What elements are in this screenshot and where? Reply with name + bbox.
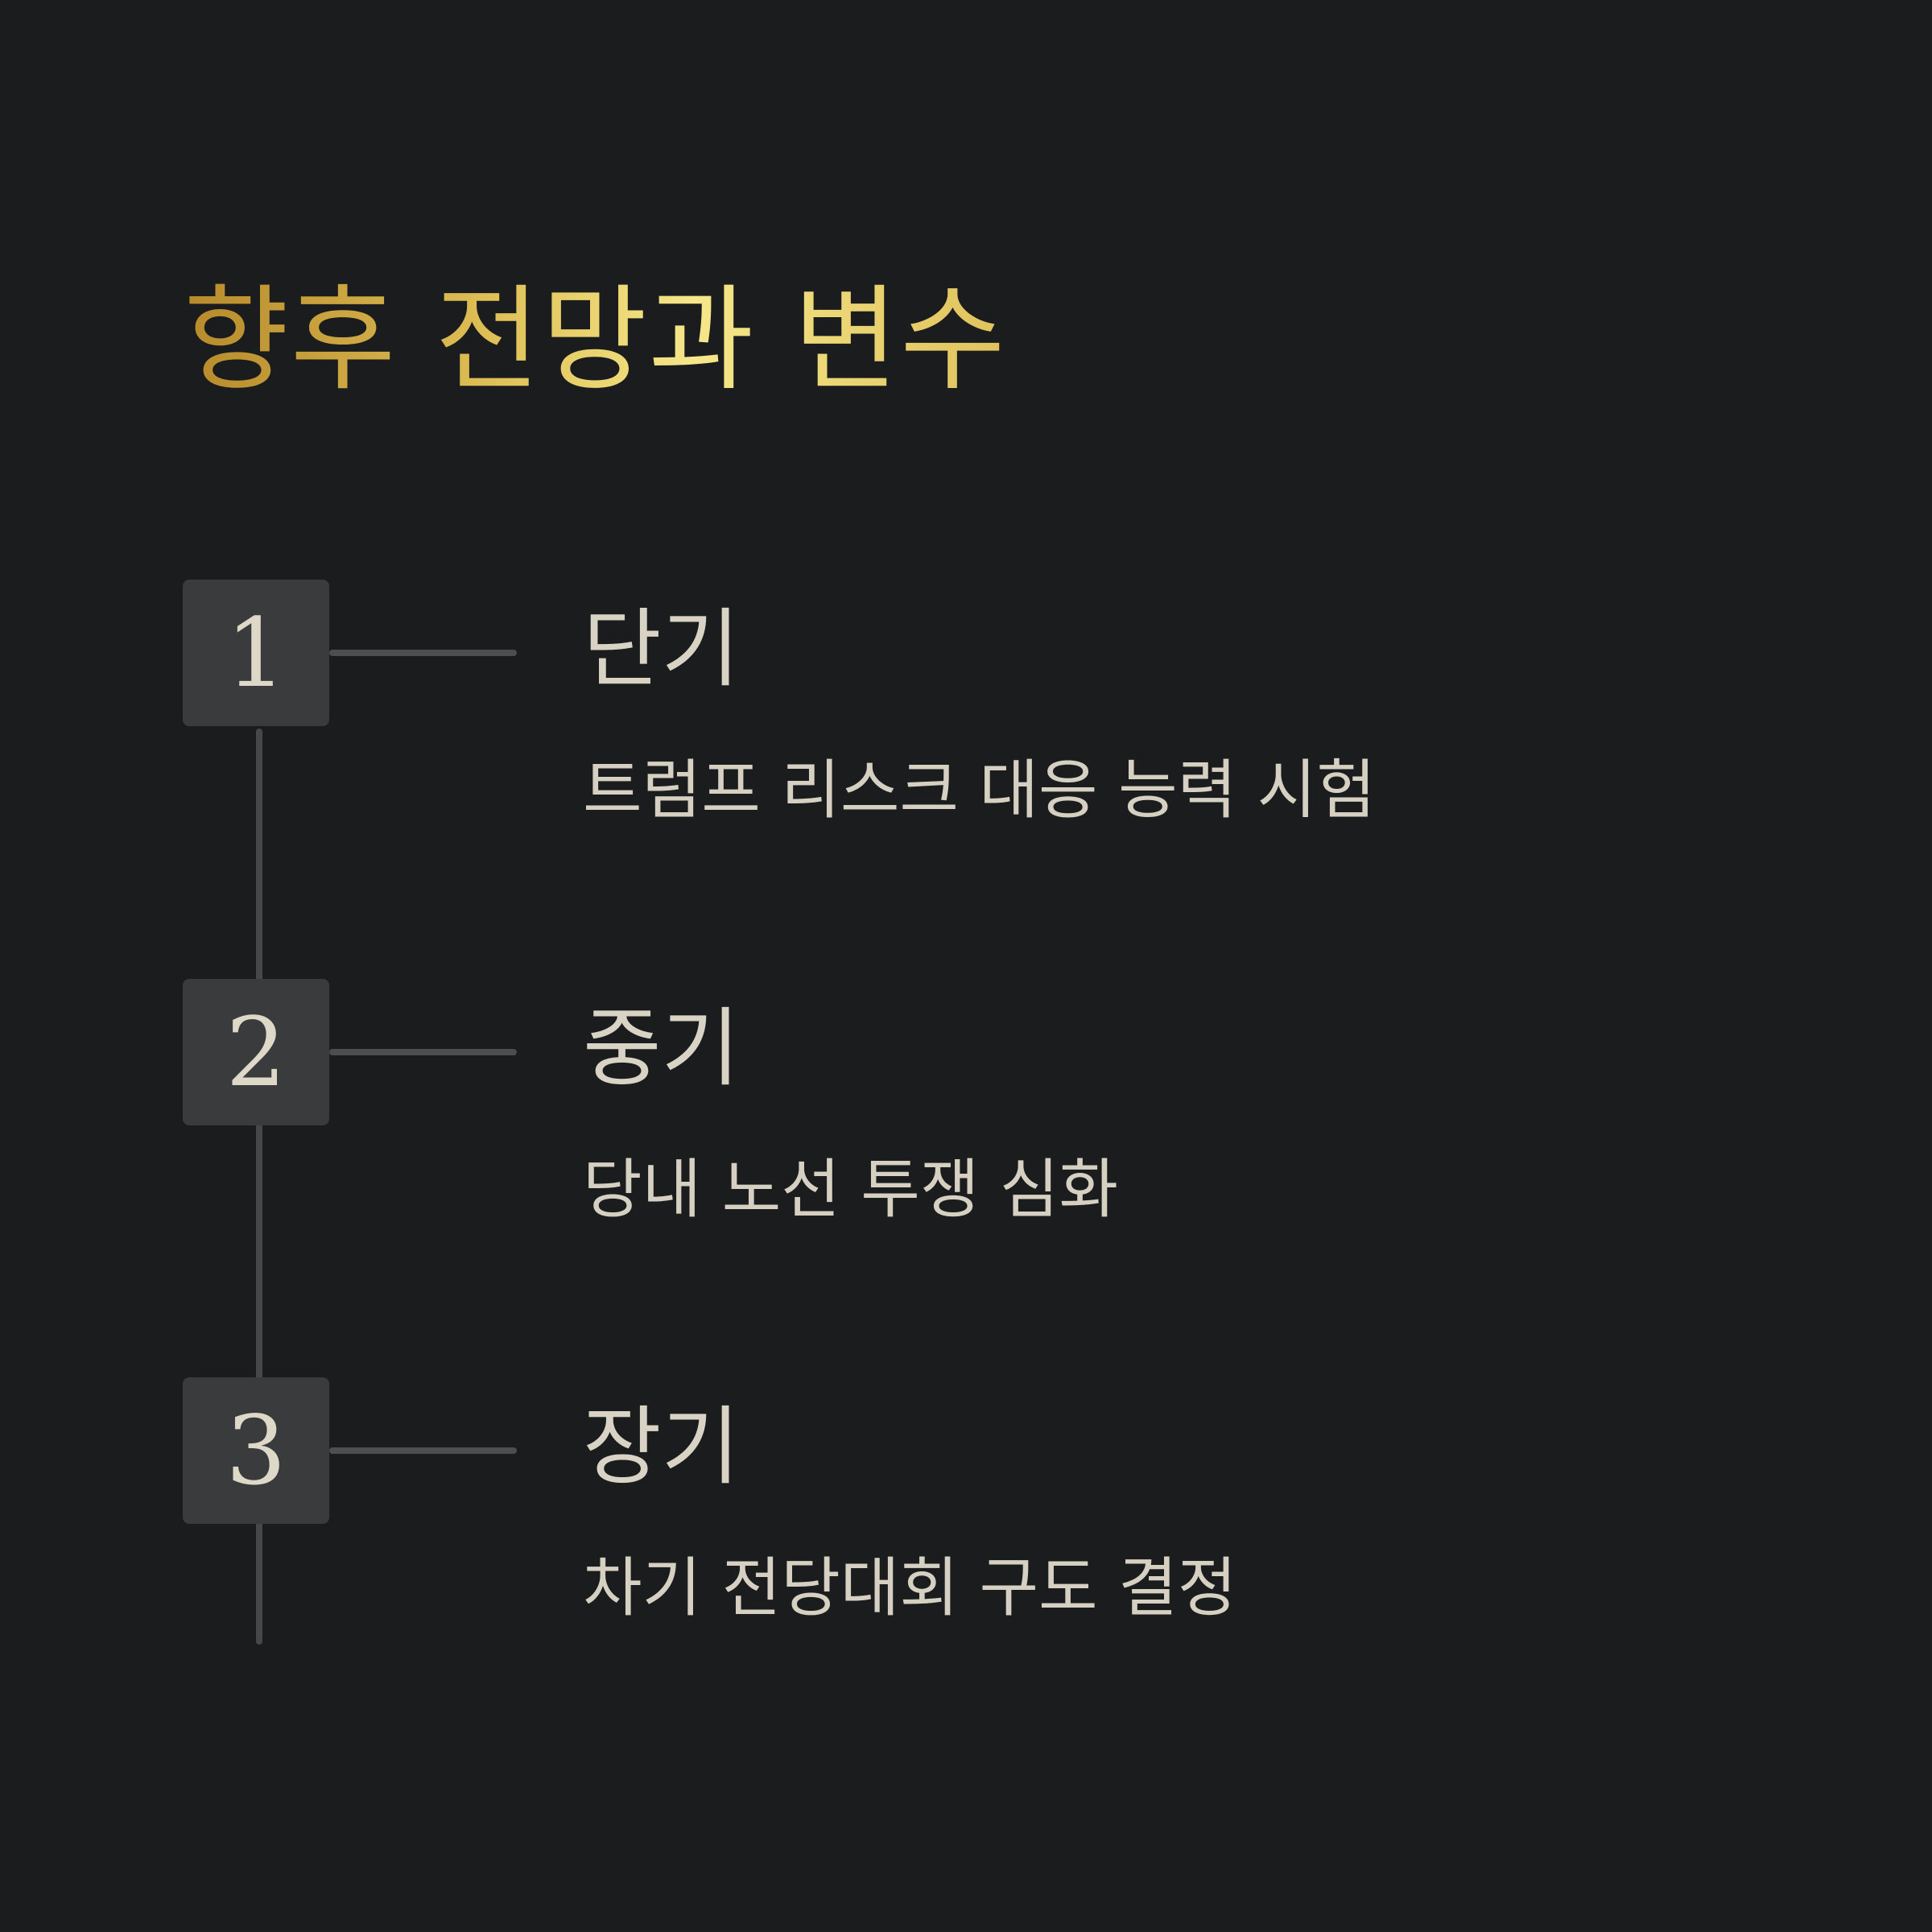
timeline-step-long-term: 3 장기 차기 전당대회 구도 결정 — [0, 1377, 1932, 1780]
step-number: 3 — [225, 1395, 287, 1506]
step-number: 1 — [225, 597, 287, 708]
timeline-step-mid-term: 2 중기 당내 노선 투쟁 심화 — [0, 979, 1932, 1381]
page-title: 향후 전망과 변수 — [184, 274, 1007, 407]
timeline-step-short-term: 1 단기 트럼프 리스크 대응 능력 시험 — [0, 580, 1932, 982]
step-title: 장기 — [583, 1397, 741, 1496]
step-description: 차기 전당대회 구도 결정 — [583, 1550, 1237, 1625]
step-number-badge: 1 — [183, 580, 329, 726]
step-connector-line — [329, 650, 517, 656]
step-connector-line — [329, 1049, 517, 1055]
step-description: 트럼프 리스크 대응 능력 시험 — [583, 753, 1376, 828]
step-title: 단기 — [583, 600, 741, 699]
step-connector-line — [329, 1447, 517, 1454]
step-number: 2 — [225, 997, 287, 1108]
step-description: 당내 노선 투쟁 심화 — [583, 1152, 1119, 1227]
step-title: 중기 — [583, 999, 741, 1098]
step-number-badge: 3 — [183, 1377, 329, 1524]
timeline-spine — [256, 729, 262, 1645]
step-number-badge: 2 — [183, 979, 329, 1125]
